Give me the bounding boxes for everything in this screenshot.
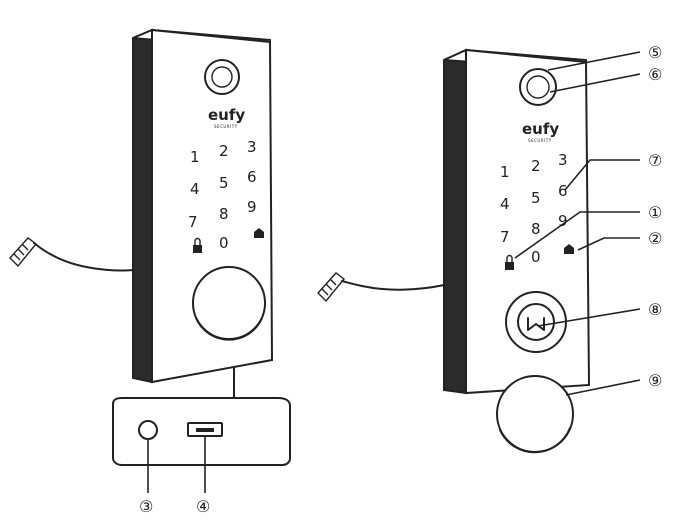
fingerprint-sensor-right [520,69,556,105]
keypad-key-6-right: 6 [558,182,568,200]
brand-logo-right: eufy [522,120,559,138]
keypad-key-4: 4 [190,180,200,198]
right-cable-connector [318,273,344,301]
keypad-key-8-right: 8 [531,220,541,238]
callout-8: ⑧ [648,300,662,319]
keypad-key-4-right: 4 [500,195,510,213]
keypad-key-0: 0 [219,234,229,252]
left-lock-assembly: eufy SECURITY 1 2 3 4 5 6 7 8 9 0 [10,30,290,516]
brand-tagline: SECURITY [214,124,238,129]
callout-9: ⑨ [648,371,662,390]
callout-5: ⑤ [648,43,662,62]
left-cable-connector [10,238,36,266]
keypad-key-6: 6 [247,168,257,186]
brand-logo: eufy [208,106,245,124]
keypad-key-2-right: 2 [531,157,541,175]
brand-tagline-right: SECURITY [528,138,552,143]
keypad-key-1: 1 [190,148,200,166]
keypad-key-5-right: 5 [531,189,541,207]
reset-button [139,421,157,439]
keypad-key-9: 9 [247,198,257,216]
keypad-key-7: 7 [188,213,198,231]
keypad-key-1-right: 1 [500,163,510,181]
right-lock-cable [342,281,444,290]
right-lock-side-panel [444,50,466,393]
key-cylinder [518,304,554,340]
left-lock-side-panel [133,30,152,382]
keypad-key-3: 3 [247,138,257,156]
callout-4: ④ [196,497,210,516]
keypad-key-3-right: 3 [558,151,568,169]
keypad-key-8: 8 [219,205,229,223]
keypad-key-7-right: 7 [500,228,510,246]
right-lock-assembly: eufy SECURITY 1 2 3 4 5 6 7 8 9 0 [318,43,662,452]
callout-2: ② [648,229,662,248]
keypad-key-5: 5 [219,174,229,192]
callout-7: ⑦ [648,151,662,170]
left-lock-cable [34,243,133,270]
keypad-key-0-right: 0 [531,248,541,266]
callout-1: ① [648,203,662,222]
usb-port [188,423,222,436]
callout-6: ⑥ [648,65,662,84]
callout-3: ③ [139,497,153,516]
fingerprint-sensor [205,60,239,94]
keypad-key-2: 2 [219,142,229,160]
